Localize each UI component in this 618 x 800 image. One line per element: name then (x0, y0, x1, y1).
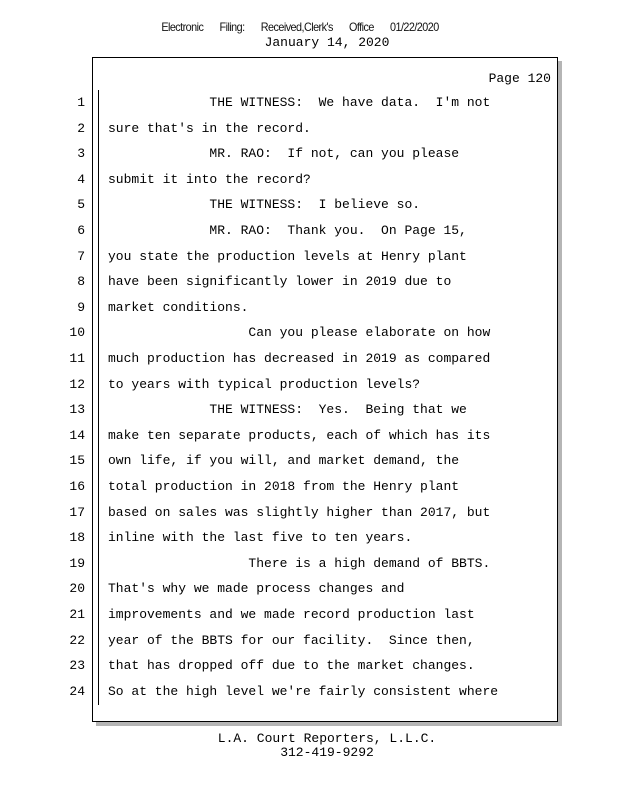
line-text: have been significantly lower in 2019 du… (108, 274, 452, 290)
line-number: 3 (77, 146, 85, 162)
transcript-line: 19 There is a high demand of BBTS. (0, 554, 560, 574)
transcript-line: 18 inline with the last five to ten years… (0, 528, 560, 548)
line-number: 6 (77, 223, 85, 238)
line-number: 15 (69, 453, 85, 469)
line-text: year of the BBTS for our facility. Since… (108, 632, 475, 648)
transcript-page: Page 120 (92, 57, 558, 722)
line-text: There is a high demand of BBTS. (108, 555, 491, 571)
stamp-date: 01/22/2020 (390, 20, 439, 34)
line-number: 10 (69, 325, 85, 341)
electronic-filing-stamp: Electronic Filing: Received,Clerk's Office 0… (30, 20, 570, 34)
transcript-line: 24 So at the high level we're fairly cons… (0, 682, 560, 702)
line-text: So at the high level we're fairly consis… (108, 683, 499, 699)
reporter-phone: 312-419-9292 (280, 745, 374, 760)
transcript-line: 21 improvements and we made record produc… (0, 605, 560, 625)
line-number: 13 (69, 402, 85, 418)
transcript-line: 5 THE WITNESS: I believe so. (0, 195, 560, 215)
line-text: make ten separate products, each of whic… (108, 427, 491, 443)
line-number: 21 (69, 607, 85, 622)
footer: L.A. Court Reporters, L.L.C. 312-419-929… (0, 732, 618, 760)
line-text: based on sales was slightly higher than … (108, 504, 491, 520)
transcript-line: 12 to years with typical production level… (0, 375, 560, 395)
line-text: inline with the last five to ten years. (108, 530, 413, 546)
transcript-line: 14 make ten separate products, each of wh… (0, 426, 560, 446)
line-number: 17 (69, 504, 85, 520)
line-number: 5 (77, 197, 85, 213)
transcript-line: 4 submit it into the record? (0, 170, 560, 190)
line-number: 11 (69, 351, 85, 366)
line-number: 23 (69, 658, 85, 674)
line-text: MR. RAO: Thank you. On Page 15, (108, 223, 467, 238)
line-number: 18 (69, 530, 85, 546)
transcript-line: 23 that has dropped off due to the market… (0, 656, 560, 676)
line-text: Can you please elaborate on how (108, 325, 491, 341)
line-text: MR. RAO: If not, can you please (108, 146, 460, 162)
line-number: 19 (69, 555, 85, 571)
line-number: 7 (77, 248, 85, 264)
page-number: Page 120 (488, 71, 551, 86)
transcript-line: 13 THE WITNESS: Yes. Being that we (0, 400, 560, 420)
line-text: much production has decreased in 2019 as… (108, 351, 491, 366)
transcript-line: 1 THE WITNESS: We have data. I'm not (0, 93, 560, 113)
line-number: 8 (77, 274, 85, 290)
transcript-line: 16 total production in 2018 from the Henr… (0, 477, 560, 497)
line-text: that has dropped off due to the market c… (108, 658, 475, 674)
line-number: 14 (69, 427, 85, 443)
line-text: improvements and we made record producti… (108, 607, 475, 622)
line-text: submit it into the record? (108, 171, 311, 187)
line-text: That's why we made process changes and (108, 581, 405, 597)
transcript-line: 8 have been significantly lower in 2019 d… (0, 272, 560, 292)
reporter-company: L.A. Court Reporters, L.L.C. (217, 731, 437, 746)
line-text: own life, if you will, and market demand… (108, 453, 460, 469)
stamp-text: Received,Clerk's (260, 20, 334, 34)
line-text: total production in 2018 from the Henry … (108, 479, 460, 494)
line-number: 2 (77, 120, 85, 136)
line-number: 1 (77, 95, 85, 110)
line-number-divider (98, 90, 99, 705)
transcript-line: 11 much production has decreased in 2019 … (0, 349, 560, 369)
transcript-line: 2 sure that's in the record. (0, 119, 560, 139)
transcript-line: 6 MR. RAO: Thank you. On Page 15, (0, 221, 560, 241)
line-number: 4 (77, 171, 85, 187)
line-number: 24 (69, 683, 85, 699)
line-text: to years with typical production levels? (108, 376, 421, 392)
line-text: THE WITNESS: Yes. Being that we (108, 402, 467, 418)
transcript-line: 15 own life, if you will, and market dema… (0, 451, 560, 471)
line-text: THE WITNESS: We have data. I'm not (108, 95, 491, 110)
transcript-line: 10 Can you please elaborate on how (0, 323, 560, 343)
stamp-text: Filing: (219, 20, 246, 34)
transcript-line: 3 MR. RAO: If not, can you please (0, 144, 560, 164)
line-number: 20 (69, 581, 85, 597)
stamp-text: Office (349, 20, 374, 34)
line-number: 16 (69, 479, 85, 494)
transcript-line: 9 market conditions. (0, 298, 560, 318)
line-text: market conditions. (108, 299, 249, 315)
line-text: sure that's in the record. (108, 120, 311, 136)
line-text: THE WITNESS: I believe so. (108, 197, 421, 213)
line-number: 22 (69, 632, 85, 648)
line-number: 9 (77, 299, 85, 315)
transcript-date: January 14, 2020 (264, 35, 390, 50)
line-number: 12 (69, 376, 85, 392)
transcript-line: 22 year of the BBTS for our facility. Sin… (0, 631, 560, 651)
transcript-line: 20 That's why we made process changes and (0, 579, 560, 599)
transcript-line: 17 based on sales was slightly higher tha… (0, 503, 560, 523)
line-text: you state the production levels at Henry… (108, 248, 467, 264)
transcript-line: 7 you state the production levels at Henr… (0, 247, 560, 267)
stamp-text: Electronic (161, 20, 204, 34)
